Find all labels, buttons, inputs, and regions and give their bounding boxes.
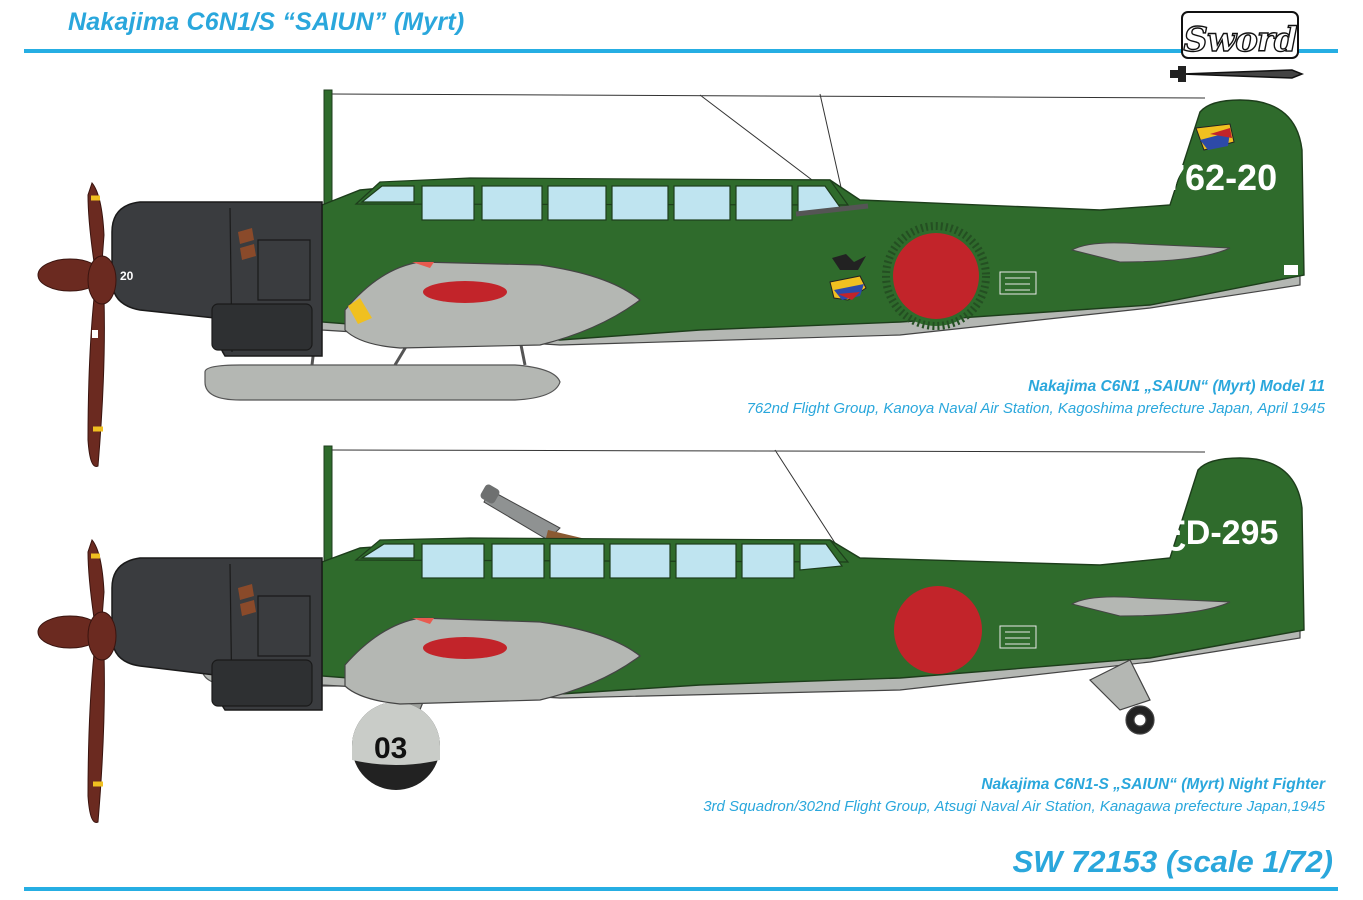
wing	[344, 261, 641, 349]
sword-logo	[1170, 11, 1305, 82]
profile-description-2: 3rd Squadron/302nd Flight Group, Atsugi …	[703, 798, 1325, 815]
antenna-wire	[331, 449, 1206, 561]
profile-caption-1: Nakajima C6N1 „SAIUN“ (Myrt) Model 11 76…	[747, 376, 1325, 420]
propeller	[37, 538, 117, 823]
propeller-mark	[92, 330, 98, 338]
wing-hinomaru	[423, 281, 507, 303]
wing	[344, 617, 641, 705]
propeller-tips	[91, 195, 103, 432]
profile-heading-2: Nakajima C6N1-S „SAIUN“ (Myrt) Night Fig…	[981, 776, 1325, 793]
exhaust-stacks	[238, 584, 256, 616]
tail-code: ƸD-295	[1165, 514, 1278, 552]
dolly-number: 03	[374, 732, 407, 765]
aircraft-profile-1: 20 762-20	[37, 89, 1305, 467]
dolly-wheel-face	[352, 702, 440, 765]
horizontal-stabilizer	[1070, 242, 1231, 263]
wing-hinomaru	[423, 637, 507, 659]
stencil-data	[999, 271, 1037, 295]
main-float	[204, 364, 561, 401]
unit-emblem	[829, 254, 867, 301]
header-rule	[24, 49, 1338, 53]
profile-description-1: 762nd Flight Group, Kanoya Naval Air Sta…	[746, 400, 1325, 417]
catalog-number: SW 72153 (scale 1/72)	[1012, 844, 1333, 879]
stencil-data	[999, 625, 1037, 649]
rear-gun	[795, 203, 869, 217]
profile-heading-1: Nakajima C6N1 „SAIUN“ (Myrt) Model 11	[1028, 378, 1325, 395]
tail-dolly	[1088, 659, 1155, 735]
logo-text: Sword	[1183, 19, 1299, 60]
tail-emblem	[1195, 123, 1235, 151]
aircraft-profile-2: 03 ƸD-295	[37, 445, 1305, 823]
canopy-glass	[360, 185, 844, 221]
wing-tip-light	[412, 618, 434, 624]
wing-tip-light	[412, 262, 434, 268]
antenna-mast	[323, 89, 333, 206]
profile-caption-2: Nakajima C6N1-S „SAIUN“ (Myrt) Night Fig…	[703, 774, 1325, 818]
cowl-flaps	[211, 563, 313, 707]
fuselage-hinomaru	[894, 586, 982, 674]
propeller	[37, 181, 117, 467]
antenna-mast	[323, 445, 333, 562]
tail-code: 762-20	[1165, 157, 1277, 198]
cowl-flaps	[211, 207, 313, 353]
propeller-tips	[91, 553, 103, 787]
wing-leading-edge	[348, 298, 372, 324]
fuselage-hinomaru	[893, 233, 979, 319]
page-title: Nakajima C6N1/S “SAIUN” (Myrt)	[68, 8, 465, 36]
tail-light	[1284, 265, 1298, 275]
cowl-number: 20	[120, 269, 134, 283]
exhaust-stacks	[238, 228, 256, 260]
footer-rule	[24, 887, 1338, 891]
canopy-glass	[359, 543, 844, 579]
horizontal-stabilizer	[1070, 596, 1231, 617]
